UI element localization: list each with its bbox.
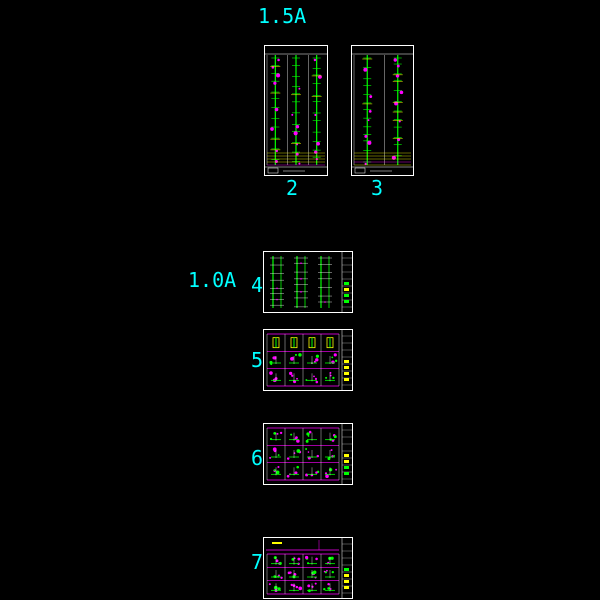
drawing-sheet-6[interactable] [263, 423, 353, 485]
sheet-number-3: 3 [371, 176, 384, 200]
drawing-sheet-7-graphics [266, 538, 352, 598]
drawing-sheet-5[interactable] [263, 329, 353, 391]
drawing-sheet-6-graphics [266, 424, 352, 484]
sheet-number-5: 5 [251, 348, 264, 372]
sheet-number-7: 7 [251, 550, 264, 574]
sheet-number-4: 4 [251, 273, 264, 297]
drawing-sheet-4[interactable] [263, 251, 353, 313]
drawing-sheet-4-graphics [270, 252, 352, 312]
drawing-sheet-3-graphics [352, 53, 413, 174]
scale-label-1-5a: 1.5A [258, 4, 307, 28]
sheet-number-6: 6 [251, 446, 264, 470]
sheet-number-2: 2 [286, 176, 299, 200]
drawing-sheet-5-graphics [266, 330, 352, 390]
drawing-sheet-3[interactable] [351, 45, 414, 176]
drawing-sheet-2-graphics [265, 53, 327, 174]
scale-label-1-0a: 1.0A [188, 268, 237, 292]
drawing-sheet-7[interactable] [263, 537, 353, 599]
drawing-sheet-2[interactable] [264, 45, 328, 176]
